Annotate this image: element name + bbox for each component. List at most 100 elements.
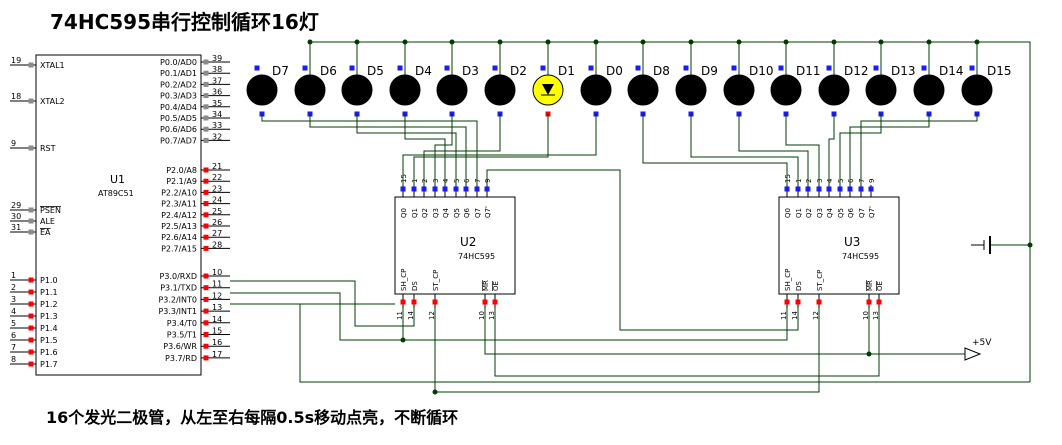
mcu-pin-number: 3: [11, 295, 16, 304]
junction-dot: [545, 39, 551, 45]
led-d0[interactable]: [580, 74, 612, 106]
shift-register-body[interactable]: [394, 196, 516, 295]
mcu-pin-name: P1.7: [40, 360, 58, 369]
led-label: D1: [558, 64, 575, 78]
mcu-pin-number: 5: [11, 319, 16, 328]
sr-pin-number: 5: [453, 179, 461, 183]
sr-pin-number: 9: [484, 179, 492, 183]
led-cathode-wire: [423, 114, 501, 185]
mcu-pin-name: P2.1/A9: [166, 177, 197, 186]
mcu-body[interactable]: [35, 54, 202, 376]
sr-pin-name: Q0: [400, 208, 408, 218]
gnd-return-wire: [230, 303, 1030, 383]
diagram-title: 74HC595串行控制循环16灯: [50, 10, 319, 34]
mcu-pin-name: P0.1/AD1: [160, 69, 197, 78]
mcu-pin-number: 13: [212, 303, 222, 312]
junction-dot: [1027, 242, 1033, 248]
mcu-pin-name: RST: [40, 144, 56, 153]
sr-pin-marker: [784, 299, 790, 305]
led-anode-marker: [349, 65, 355, 71]
led-d15[interactable]: [961, 74, 993, 106]
led-d4[interactable]: [389, 74, 421, 106]
led-anode-marker: [873, 65, 879, 71]
sr-pin-marker: [868, 186, 874, 192]
led-d3[interactable]: [436, 74, 468, 106]
sr-pin-number: 6: [463, 178, 471, 183]
sr-pin-name: Q7: [474, 208, 482, 218]
mcu-pin-marker: [28, 218, 34, 224]
led-anode-marker: [540, 65, 546, 71]
mcu-pin-name: P1.6: [40, 348, 58, 357]
sr-pin-number: 11: [396, 311, 404, 320]
mcu-pin-number: 23: [212, 184, 222, 193]
vcc-label: +5V: [972, 338, 992, 348]
led-label: D0: [606, 64, 623, 78]
mcu-pin-name: P0.6/AD6: [160, 125, 197, 134]
led-anode-marker: [635, 65, 641, 71]
led-d8[interactable]: [627, 74, 659, 106]
mcu-pin-name: P1.5: [40, 336, 58, 345]
sr-pin-number: 5: [837, 179, 845, 183]
mcu-pin-number: 1: [11, 271, 16, 280]
mcu-pin-marker: [28, 349, 34, 355]
mcu-pin-number: 21: [212, 162, 222, 171]
led-cathode-wire: [309, 114, 467, 185]
led-anode-marker: [588, 65, 594, 71]
sr-pin-marker: [421, 186, 427, 192]
led-d9[interactable]: [675, 74, 707, 106]
mcu-pin-name: P1.4: [40, 324, 58, 333]
led-anode-marker: [921, 65, 927, 71]
mcu-pin-number: 34: [212, 110, 222, 119]
sr-pin-name: Q6: [847, 207, 855, 218]
mcu-pin-marker: [28, 361, 34, 367]
led-cathode-wire: [356, 114, 457, 185]
led-anode-marker: [254, 65, 260, 71]
led-d2[interactable]: [484, 74, 516, 106]
led-label: D8: [653, 64, 670, 78]
mcu-pin-name: P0.3/AD3: [160, 92, 197, 101]
led-d6[interactable]: [294, 74, 326, 106]
led-d7[interactable]: [246, 74, 278, 106]
sr-pin-marker: [484, 186, 490, 192]
sr-pin-marker: [463, 186, 469, 192]
mcu-pin-number: 35: [212, 99, 222, 108]
vcc-arrow-icon: [964, 347, 982, 361]
junction-dot: [736, 39, 742, 45]
led-d11[interactable]: [770, 74, 802, 106]
mcu-pin-name: P1.0: [40, 276, 58, 285]
sr-pin-name: Q3: [816, 208, 824, 218]
mcu-pin-marker: [203, 296, 209, 302]
mcu-pin-number: 39: [212, 54, 222, 63]
mcu-pin-number: 10: [212, 268, 222, 277]
junction-dot: [449, 39, 455, 45]
sr-pin-number: 7: [858, 179, 866, 183]
sr-pin-name: SH_CP: [784, 269, 792, 291]
mcu-pin-marker: [203, 355, 209, 361]
sr-pin-number: 12: [812, 311, 820, 320]
mcu-pin-name: P1.2: [40, 300, 58, 309]
sr-pin-name: OE: [492, 281, 500, 291]
led-d5[interactable]: [341, 74, 373, 106]
sr-pin-marker: [432, 186, 438, 192]
led-d14[interactable]: [913, 74, 945, 106]
led-d13[interactable]: [865, 74, 897, 106]
mcu-pin-marker: [203, 104, 209, 110]
shift-register-body[interactable]: [778, 196, 900, 295]
mcu-pin-marker: [203, 285, 209, 291]
mcu-pin-marker: [28, 207, 34, 213]
sr-pin-marker: [837, 186, 843, 192]
mcu-pin-number: 14: [212, 315, 222, 324]
mcu-pin-marker: [28, 325, 34, 331]
sr-pin-marker: [411, 299, 417, 305]
led-label: D10: [749, 64, 774, 78]
mcu-pin-name: P1.3: [40, 312, 58, 321]
sr-pin-number: 3: [432, 179, 440, 183]
mcu-pin-marker: [28, 145, 34, 151]
led-d12[interactable]: [818, 74, 850, 106]
mcu-pin-number: 7: [11, 343, 16, 352]
led-d10[interactable]: [723, 74, 755, 106]
led-label: D5: [367, 64, 384, 78]
sr-pin-marker: [400, 186, 406, 192]
led-label: D11: [796, 64, 821, 78]
sr-pin-number: 13: [488, 311, 496, 320]
